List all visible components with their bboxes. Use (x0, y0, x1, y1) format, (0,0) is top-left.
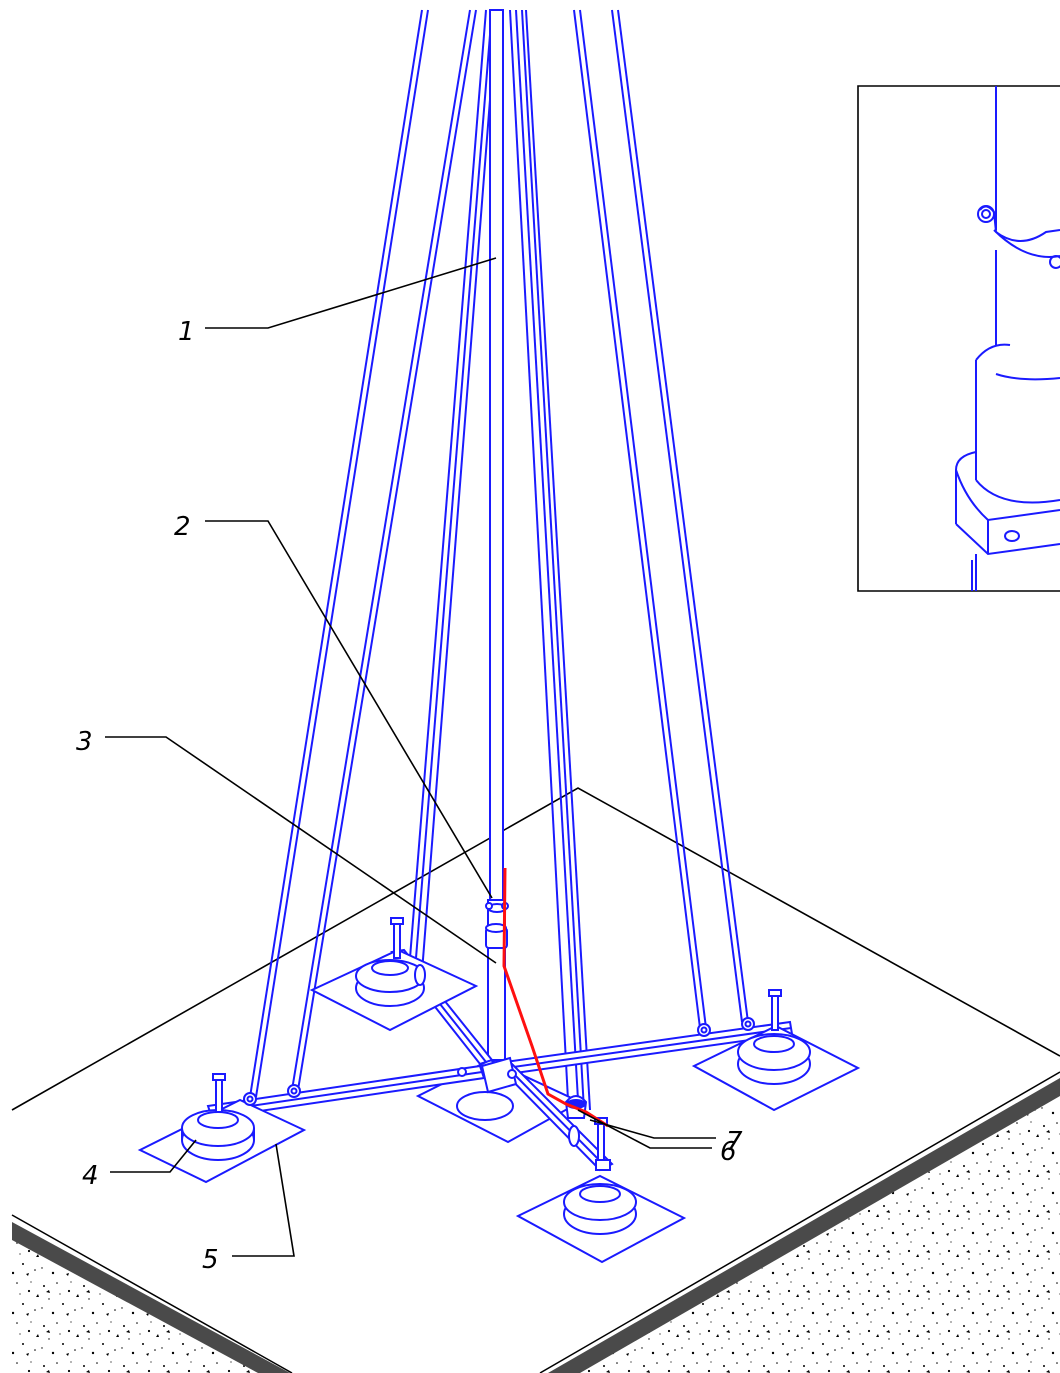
guy-wire (509, 9, 569, 1101)
eye-bolt (457, 1067, 467, 1077)
guy-wires (249, 9, 749, 1111)
base-frame (137, 917, 861, 1264)
inset-clamp (979, 205, 1060, 242)
anchor-bolt (215, 1075, 223, 1113)
callout-label-3: 3 (76, 727, 93, 757)
grounding-wire (502, 867, 609, 1128)
callout-label-7: 7 (726, 1127, 743, 1157)
guy-wire (421, 9, 498, 973)
guy-wire (521, 9, 585, 1111)
guy-eye (568, 1125, 580, 1147)
detail-inset (857, 85, 1060, 592)
callout-label-1: 1 (178, 317, 195, 347)
inset-frame (857, 85, 1060, 592)
callout-3: 3 (76, 727, 497, 964)
callout-2: 2 (174, 512, 493, 899)
guy-wire (409, 9, 487, 959)
guy-wire (525, 9, 591, 1111)
guy-wire (617, 9, 749, 1023)
guy-wire (249, 9, 423, 1098)
clamp-bolt (485, 902, 493, 910)
roof-edge-left-top (11, 1214, 293, 1373)
callout-5: 5 (202, 1143, 295, 1275)
mast-coupling-top (485, 923, 507, 933)
anchor-bolt (393, 921, 401, 959)
gravel-right (580, 1096, 1060, 1373)
mast-upper-tube (489, 9, 504, 911)
anchor-bolt (771, 993, 779, 1031)
roof-slab (11, 787, 1060, 1373)
frame-hub (480, 1056, 518, 1094)
roof-edge-left-band (12, 1222, 290, 1373)
guy-wire (415, 9, 493, 959)
guy-wire (579, 9, 707, 1029)
callout-label-4: 4 (82, 1161, 99, 1191)
guy-wire (297, 9, 477, 1091)
roof-edge-right-band (548, 1078, 1060, 1373)
guy-wire (255, 9, 429, 1098)
callout-label-6: 6 (720, 1137, 737, 1167)
guy-eye (697, 1023, 711, 1037)
ballast-center (456, 1091, 514, 1121)
guy-wire (573, 9, 701, 1029)
callout-1: 1 (178, 257, 497, 347)
guy-wire (291, 9, 471, 1091)
guy-wire (515, 9, 579, 1101)
guy-eye (414, 964, 426, 986)
eye-bolt (507, 1069, 517, 1079)
gravel-left (12, 1240, 258, 1373)
roof-edge-right-top (539, 1071, 1060, 1373)
callout-label-5: 5 (202, 1245, 219, 1275)
roof-slab-outline (11, 787, 1060, 1111)
inset-clamp-bolt (977, 205, 995, 223)
callout-label-2: 2 (174, 512, 191, 542)
mast (485, 9, 509, 1061)
guy-eye (287, 1084, 301, 1098)
inset-base-plate (955, 451, 977, 471)
guy-wire (611, 9, 743, 1023)
guy-eye (243, 1092, 257, 1106)
inset-bolt-hole (1004, 530, 1020, 542)
callout-7: 7 (589, 1119, 743, 1157)
guy-eye (741, 1017, 755, 1031)
callout-4: 4 (82, 1139, 197, 1191)
